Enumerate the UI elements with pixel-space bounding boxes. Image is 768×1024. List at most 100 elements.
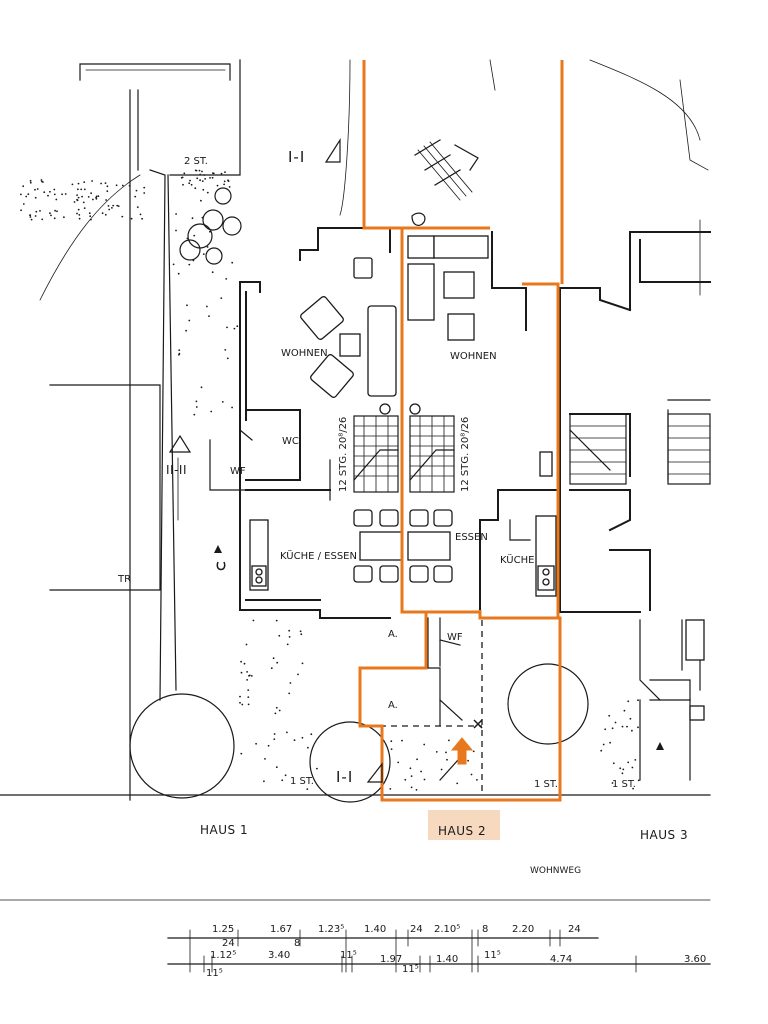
tree-shapes (129, 187, 589, 803)
stipple-dot (190, 183, 193, 186)
stipple-dot (307, 746, 309, 749)
stipple-dot (41, 218, 44, 221)
stipple-dot (139, 213, 142, 216)
stipple-dot (106, 185, 109, 188)
dim-1-25: 1.25 (212, 924, 234, 935)
stipple-dot (53, 188, 56, 191)
stipple-dot (604, 728, 607, 731)
dim-1-97: 1.97 (380, 954, 402, 965)
entry-marker-icon (214, 545, 222, 553)
stipple-dot (611, 727, 614, 730)
section-mark-bottom: I-I (336, 768, 353, 786)
stipple-dot (77, 188, 79, 191)
dim-8-b: 8 (294, 938, 300, 949)
stipple-dot (206, 305, 208, 308)
stipple-dot (203, 174, 206, 176)
haus-3-walls (559, 231, 711, 781)
stipple-dot (83, 181, 86, 184)
stipple-dot (247, 689, 250, 691)
stipple-dot (288, 636, 291, 638)
section-cut-bottom-icon (366, 762, 383, 783)
stipple-dot (243, 662, 246, 665)
stipple-dot (621, 772, 624, 775)
stipple-dot (104, 182, 107, 185)
stipple-dot (200, 386, 203, 389)
dim-1-40-a: 1.40 (364, 924, 386, 935)
stipple-dot (108, 208, 111, 211)
stipple-dot (185, 329, 188, 332)
stipple-dot (177, 272, 180, 275)
stipple-dot (611, 782, 614, 784)
stipple-dot (81, 195, 83, 198)
stipple-dot (446, 758, 448, 761)
stipple-dot (78, 214, 81, 216)
stipple-dot (288, 629, 291, 632)
stipple-dot (223, 183, 226, 186)
room-label-a-2: A. (388, 700, 398, 711)
stipple-dot (100, 182, 102, 185)
stipple-dot (239, 695, 241, 698)
stipple-dot (134, 195, 137, 198)
stipple-dot (63, 216, 65, 219)
stipple-dot (289, 682, 292, 684)
label-wohnweg: WOHNWEG (530, 866, 581, 876)
entry-marker-icon (656, 742, 664, 750)
entrance-arrow-icon (450, 737, 474, 765)
stipple-dot (90, 192, 92, 195)
dim-2-20: 2.20 (512, 924, 534, 935)
stipple-dot (415, 789, 418, 791)
stipple-dot (423, 743, 426, 746)
stipple-dot (55, 198, 58, 201)
room-label-kueche: KÜCHE (500, 553, 534, 566)
stipple-dot (248, 674, 250, 677)
stipple-dot (236, 325, 239, 328)
stipple-dot (73, 201, 76, 203)
stipple-dot (420, 770, 422, 773)
stipple-dot (121, 215, 124, 218)
stipple-dot (226, 326, 228, 329)
stipple-dot (29, 214, 31, 217)
garden-stair (414, 139, 479, 201)
label-1-st-right: 1 ST. (612, 779, 636, 790)
stipple-dot (278, 709, 281, 712)
stipple-dot (188, 319, 191, 322)
stipple-dot (281, 779, 284, 782)
dim-1-40-b: 1.40 (436, 954, 458, 965)
stipple-dot (25, 195, 28, 198)
stipple-dot (202, 253, 205, 256)
dimension-chain: 1.25 1.67 1.23⁵ 1.40 24 2.10⁵ 8 2.20 24 … (167, 924, 711, 979)
stipple-dot (212, 172, 215, 175)
dim-1-67: 1.67 (270, 924, 292, 935)
dim-4-74: 4.74 (550, 954, 572, 965)
stipple-dot (208, 315, 210, 317)
stipple-dot (80, 188, 83, 191)
stipple-dot (224, 349, 227, 351)
stipple-dot (200, 199, 202, 202)
furniture-haus-2 (407, 235, 557, 597)
stipple-dot (252, 619, 255, 622)
house-label-haus-2: HAUS 2 (438, 824, 486, 838)
stipple-dot (130, 217, 133, 220)
dim-2-10-5: 2.10⁵ (434, 924, 460, 935)
stipple-dot (228, 186, 231, 188)
stipple-dot (89, 215, 92, 218)
stipple-dot (50, 214, 52, 217)
stipple-dot (112, 204, 115, 207)
stipple-dot (35, 210, 38, 213)
marker-x-icon (473, 719, 483, 729)
stipple-dot (264, 758, 266, 760)
stipple-dot (390, 748, 393, 750)
room-label-wc: WC (282, 436, 299, 447)
stipple-dot (409, 767, 412, 770)
stipple-dot (602, 743, 605, 746)
stipple-dot (629, 717, 632, 720)
stipple-dot (116, 204, 119, 207)
stipple-dot (90, 218, 92, 221)
stipple-dot (186, 304, 188, 307)
stipple-dot (196, 177, 199, 180)
dim-3-60: 3.60 (684, 954, 706, 965)
stipple-dot (195, 169, 198, 172)
stipple-dot (390, 740, 393, 743)
stipple-dot (632, 787, 634, 790)
stipple-dot (95, 197, 98, 200)
